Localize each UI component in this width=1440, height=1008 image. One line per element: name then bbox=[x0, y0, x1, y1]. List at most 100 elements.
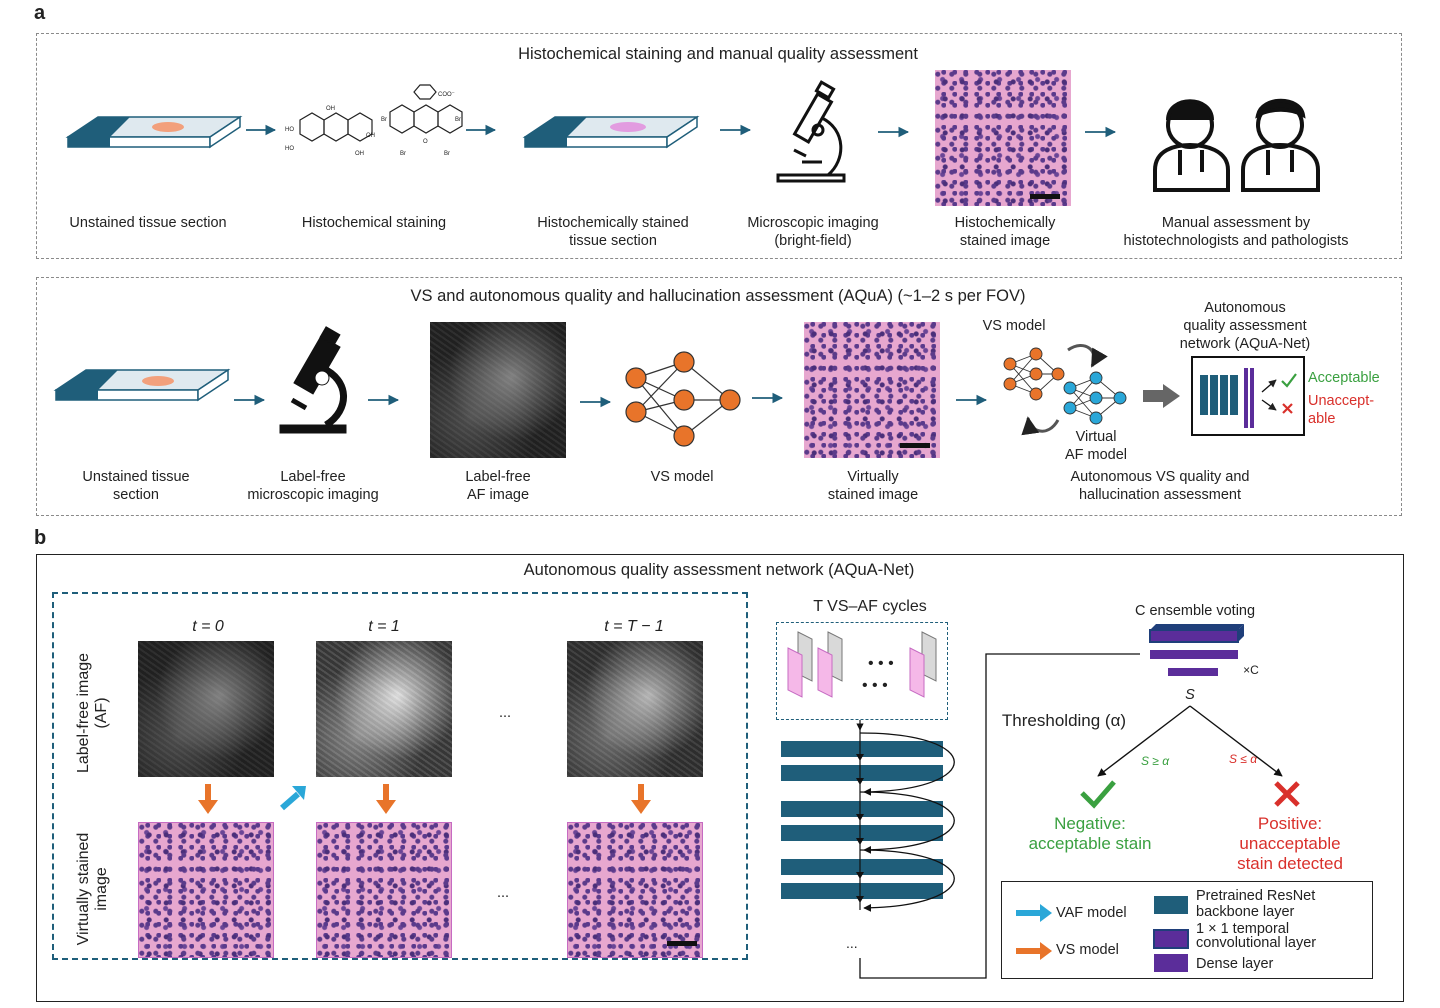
panel-a-bottom-box bbox=[36, 277, 1402, 516]
cycles-label: T VS–AF cycles bbox=[813, 598, 927, 615]
label-vs-model-small: VS model bbox=[982, 318, 1046, 334]
vs-image-tlast bbox=[567, 822, 703, 958]
check-icon bbox=[1281, 373, 1297, 388]
legend-vs-label: VS model bbox=[1056, 942, 1119, 958]
histochemically-stained-image bbox=[935, 70, 1071, 206]
aqua-net-box bbox=[1191, 356, 1305, 436]
vs-model-network-icon bbox=[625, 351, 741, 447]
s-label: S bbox=[1185, 687, 1195, 703]
time-label-last: t = T − 1 bbox=[604, 618, 664, 635]
panel-b-box bbox=[36, 554, 1404, 1002]
timeline-dashed-box bbox=[52, 592, 748, 960]
label-unstained-tissue: Unstained tissue section bbox=[69, 215, 227, 231]
panel-a-drawings: OH HO HO OH OH COO⁻ Br Br Br Br O bbox=[53, 80, 1320, 447]
panel-a-top-box bbox=[36, 33, 1402, 259]
label-af-image: Label-free AF image bbox=[465, 469, 531, 503]
slide-stained bbox=[522, 115, 700, 149]
pathologist-icon bbox=[1153, 99, 1230, 192]
panel-a-letter: a bbox=[34, 2, 46, 24]
big-grey-arrow bbox=[1143, 384, 1180, 408]
slide-unstained-2 bbox=[53, 368, 231, 402]
svg-text:O: O bbox=[423, 139, 428, 145]
times-c-label: ×C bbox=[1243, 663, 1259, 677]
negative-label: Negative: acceptable stain bbox=[1028, 814, 1152, 853]
legend-icons bbox=[1016, 896, 1189, 972]
positive-label: Positive: unacceptable stain detected bbox=[1237, 814, 1343, 873]
time-label-0: t = 0 bbox=[192, 618, 224, 635]
label-stained-section: Histochemically stained tissue section bbox=[537, 215, 689, 249]
vaf-arrow-icon bbox=[1040, 904, 1052, 922]
resnet-stack: ... bbox=[781, 653, 1140, 979]
legend-dense-label: Dense layer bbox=[1196, 956, 1274, 972]
vs-image-t0 bbox=[138, 822, 274, 958]
af-image-tlast bbox=[567, 641, 703, 777]
legend-resnet-label: Pretrained ResNet backbone layer bbox=[1196, 888, 1316, 920]
ellipsis-vs: ... bbox=[496, 885, 510, 901]
cycles-dashed-box bbox=[776, 622, 948, 720]
panel-b-title: Autonomous quality assessment network (A… bbox=[523, 561, 915, 579]
label-microscopic-imaging: Microscopic imaging (bright-field) bbox=[747, 215, 879, 249]
ellipsis-af: ... bbox=[498, 705, 512, 721]
label-unacceptable: Unaccept- able bbox=[1308, 393, 1375, 427]
cond-right: S ≤ α bbox=[1228, 752, 1258, 766]
svg-text:HO: HO bbox=[285, 127, 294, 133]
svg-text:HO: HO bbox=[285, 146, 294, 152]
svg-text:Br: Br bbox=[444, 151, 450, 157]
threshold-tree bbox=[1097, 705, 1283, 777]
svg-text:COO⁻: COO⁻ bbox=[438, 92, 455, 98]
panel-a-bottom-title: VS and autonomous quality and hallucinat… bbox=[410, 287, 1026, 305]
dense-swatch bbox=[1154, 954, 1188, 972]
chemical-structures bbox=[299, 84, 463, 142]
check-icon bbox=[1080, 780, 1116, 809]
slide-unstained bbox=[65, 115, 243, 149]
scale-bar bbox=[667, 941, 697, 946]
panel-b-drawings: • • • • • • ... bbox=[198, 624, 1300, 979]
label-free-af-image bbox=[430, 322, 566, 458]
ensemble-label: C ensemble voting bbox=[1134, 603, 1256, 619]
cross-icon bbox=[1282, 403, 1293, 414]
legend-box bbox=[1001, 881, 1373, 979]
cond-left: S ≥ α bbox=[1140, 754, 1170, 768]
orange-arrows bbox=[198, 784, 651, 814]
chemical-labels: OH HO HO OH OH COO⁻ Br Br Br Br O bbox=[285, 92, 461, 157]
svg-text:• • •: • • • bbox=[868, 655, 894, 672]
panel-b-letter: b bbox=[34, 527, 47, 549]
blue-arrow bbox=[280, 786, 306, 811]
pathologist-icon bbox=[1241, 98, 1320, 192]
svg-text:OH: OH bbox=[366, 133, 375, 139]
legend-temporal-label: 1 × 1 temporal convolutional layer bbox=[1196, 921, 1317, 951]
virtually-stained-image bbox=[804, 322, 940, 458]
label-aqua-net: Autonomous quality assessment network (A… bbox=[1179, 300, 1311, 352]
svg-text:• • •: • • • bbox=[862, 677, 888, 694]
label-virtual-af: Virtual AF model bbox=[1064, 429, 1128, 463]
vs-image-t1 bbox=[316, 822, 452, 958]
svg-text:Br: Br bbox=[400, 151, 406, 157]
threshold-label: Thresholding (α) bbox=[1001, 711, 1127, 730]
vs-arrow-icon bbox=[1040, 942, 1052, 960]
svg-text:Br: Br bbox=[455, 117, 461, 123]
svg-text:...: ... bbox=[846, 935, 858, 951]
resnet-swatch bbox=[1154, 896, 1188, 914]
vs-vaf-cycle-icon bbox=[1003, 343, 1127, 436]
label-autonomous-assessment: Autonomous VS quality and hallucination … bbox=[1070, 469, 1250, 503]
cross-icon bbox=[1274, 781, 1300, 807]
label-stained-image: Histochemically stained image bbox=[954, 215, 1056, 249]
label-unstained-tissue-2: Unstained tissue section bbox=[82, 469, 190, 503]
scale-bar bbox=[1030, 194, 1060, 199]
af-image-t0 bbox=[138, 641, 274, 777]
legend-vaf-label: VAF model bbox=[1056, 905, 1127, 921]
microscope-icon bbox=[776, 80, 846, 183]
label-acceptable: Acceptable bbox=[1308, 370, 1380, 386]
af-image-t1 bbox=[316, 641, 452, 777]
time-label-1: t = 1 bbox=[368, 618, 400, 635]
label-manual-assessment: Manual assessment by histotechnologists … bbox=[1123, 215, 1349, 249]
label-histochemical-staining: Histochemical staining bbox=[301, 215, 447, 231]
panel-a-top-title: Histochemical staining and manual qualit… bbox=[518, 45, 918, 63]
label-label-free-imaging: Label-free microscopic imaging bbox=[247, 469, 379, 503]
svg-text:OH: OH bbox=[355, 151, 364, 157]
cycle-cards: • • • • • • bbox=[787, 631, 937, 698]
label-virtually-stained: Virtually stained image bbox=[827, 469, 919, 503]
microscope-icon bbox=[279, 326, 347, 434]
temporal-swatch bbox=[1153, 929, 1189, 949]
svg-text:OH: OH bbox=[326, 106, 335, 112]
